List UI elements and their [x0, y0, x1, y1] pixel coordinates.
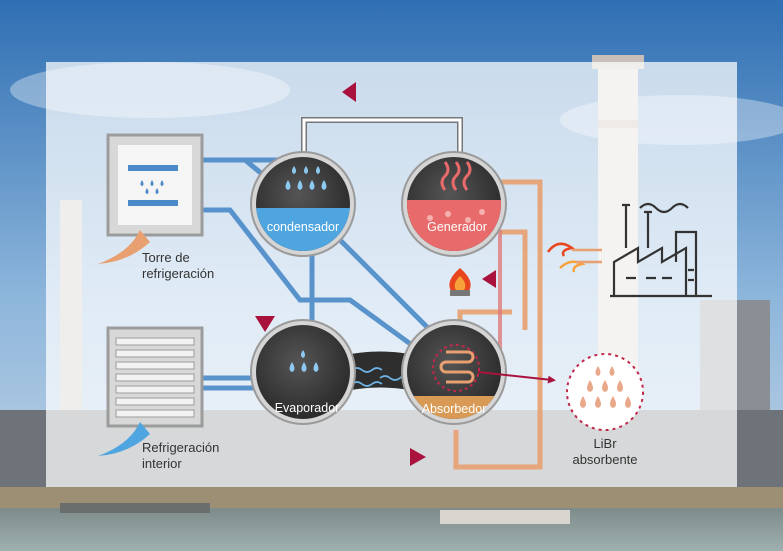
libr-label-line1: LiBr: [593, 436, 617, 451]
generator-vessel: [401, 151, 507, 257]
red-flow-arrows: [255, 82, 548, 466]
steam-icon: [440, 161, 472, 191]
indoor-cooling-label-line1: Refrigeración: [142, 440, 220, 455]
coil-icon: [439, 350, 475, 384]
heat-wave-icon: [546, 242, 602, 273]
generator-label: Generador: [427, 220, 487, 234]
evaporator-label: Evaporador: [274, 401, 340, 415]
cooling-tower-label-line1: Torre de: [142, 250, 190, 265]
indoor-cooling-label-line2: interior: [142, 456, 182, 471]
condenser-vessel: [250, 151, 356, 257]
flame-icon: [449, 268, 471, 296]
evaporator-vessel: [250, 319, 356, 425]
libr-label-line2: absorbente: [572, 452, 638, 467]
absorber-label: Absorbedor: [421, 402, 487, 416]
factory-icon: [610, 202, 712, 298]
indoor-cooling-label: Refrigeración interior: [142, 440, 219, 472]
absorber-vessel: [401, 319, 507, 425]
indoor-unit-icon: [98, 326, 204, 456]
libr-arrow: [477, 371, 556, 384]
condensate-drops-icon: [285, 166, 327, 190]
libr-label: LiBr absorbente: [560, 436, 650, 468]
absorber-coil-highlight: [432, 344, 480, 392]
libr-drops-icon: [566, 353, 644, 431]
cooling-tower-label-line2: refrigeración: [142, 266, 215, 281]
cooling-tower-label: Torre de refrigeración: [142, 250, 214, 282]
condenser-label: condensador: [266, 220, 340, 234]
evaporator-drops-icon: [289, 350, 319, 372]
cooling-tower-icon: [98, 133, 204, 264]
